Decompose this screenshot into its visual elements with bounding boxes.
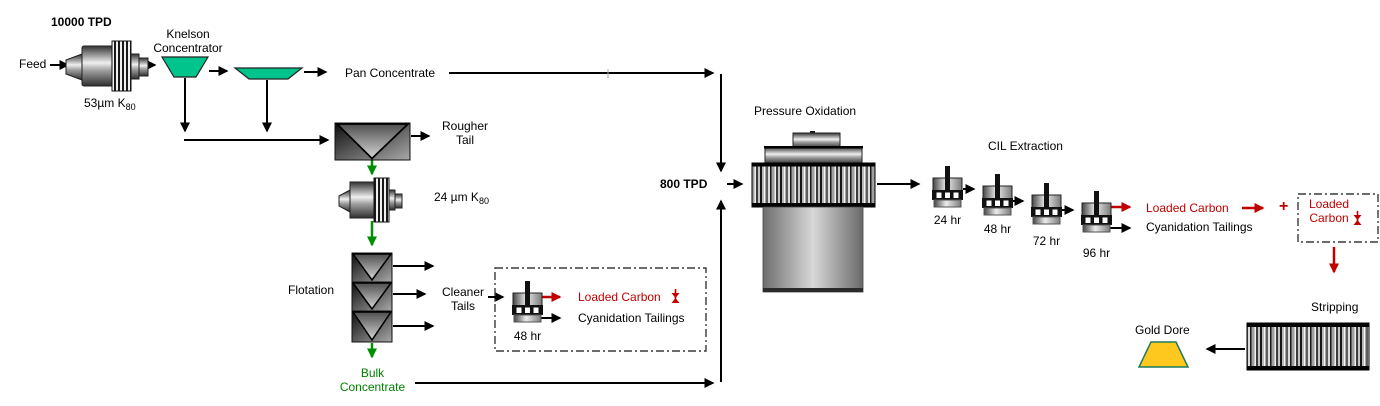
cleaner-leach-tank-label: 48 hr: [513, 329, 542, 343]
cyanidation-tailings-label-2: Cyanidation Tailings: [1146, 220, 1253, 234]
flotation-label: Flotation: [288, 283, 335, 297]
loaded-carbon-combined-label: Loaded Carbon: [1308, 197, 1350, 226]
cleaner-leach-tank-icon: [511, 280, 544, 323]
cil-tank-2-icon: [981, 173, 1014, 216]
bulk-concentrate-label: Bulk Concentrate: [339, 366, 406, 395]
cil-tank-1-label: 24 hr: [933, 213, 962, 227]
primary-mill-icon: [65, 40, 149, 92]
flow-arrows-black: [50, 60, 1245, 388]
feed-label: Feed: [19, 57, 47, 71]
regrind-mill-icon: [338, 177, 403, 223]
stripping-label: Stripping: [1311, 300, 1359, 314]
cil-tank-1-icon: [931, 165, 964, 208]
knelson-label: Knelson Concentrator: [153, 27, 223, 56]
regrind-size-label: 24 µm K80: [434, 190, 489, 206]
throughput-pox-label: 800 TPD: [660, 177, 708, 191]
knelson-concentrator-icon: [160, 56, 210, 78]
gold-dore-label: Gold Dore: [1135, 323, 1190, 337]
cil-tank-3-label: 72 hr: [1032, 234, 1061, 248]
knelson-concentrator-2-icon: [233, 67, 304, 80]
cil-tank-2-label: 48 hr: [983, 222, 1012, 236]
cil-tank-4-label: 96 hr: [1082, 246, 1111, 260]
primary-grind-size-label: 53µm K80: [84, 96, 136, 112]
gold-dore-icon: [1137, 341, 1190, 368]
stream-connector-icon: [670, 288, 681, 304]
throughput-main-label: 10000 TPD: [51, 15, 112, 29]
rougher-tail-label: Rougher Tail: [441, 119, 489, 148]
pressure-oxidation-label: Pressure Oxidation: [754, 104, 857, 118]
flow-arrows-red: [541, 202, 1339, 302]
primary-grind-subscript: 80: [125, 102, 136, 112]
plus-sign: +: [1279, 198, 1289, 215]
cyanidation-tailings-label-1: Cyanidation Tailings: [578, 311, 685, 325]
cil-tank-3-icon: [1030, 182, 1063, 225]
stripping-column-icon: [1246, 322, 1370, 371]
loaded-carbon-boundary-box: [1297, 193, 1379, 243]
autoclave-icon: [751, 131, 876, 293]
loaded-carbon-label-2: Loaded Carbon: [1146, 201, 1229, 215]
loaded-carbon-label-1: Loaded Carbon: [578, 290, 661, 304]
cil-tank-4-icon: [1080, 190, 1113, 233]
flotation-bank-icon: [351, 252, 393, 343]
cleaner-leach-boundary-box: [494, 267, 707, 352]
cleaner-tails-label: Cleaner Tails: [441, 285, 485, 314]
rougher-cell-icon: [334, 122, 411, 161]
cil-extraction-label: CIL Extraction: [988, 139, 1063, 153]
pan-concentrate-label: Pan Concentrate: [345, 66, 436, 80]
regrind-subscript: 80: [478, 196, 489, 206]
